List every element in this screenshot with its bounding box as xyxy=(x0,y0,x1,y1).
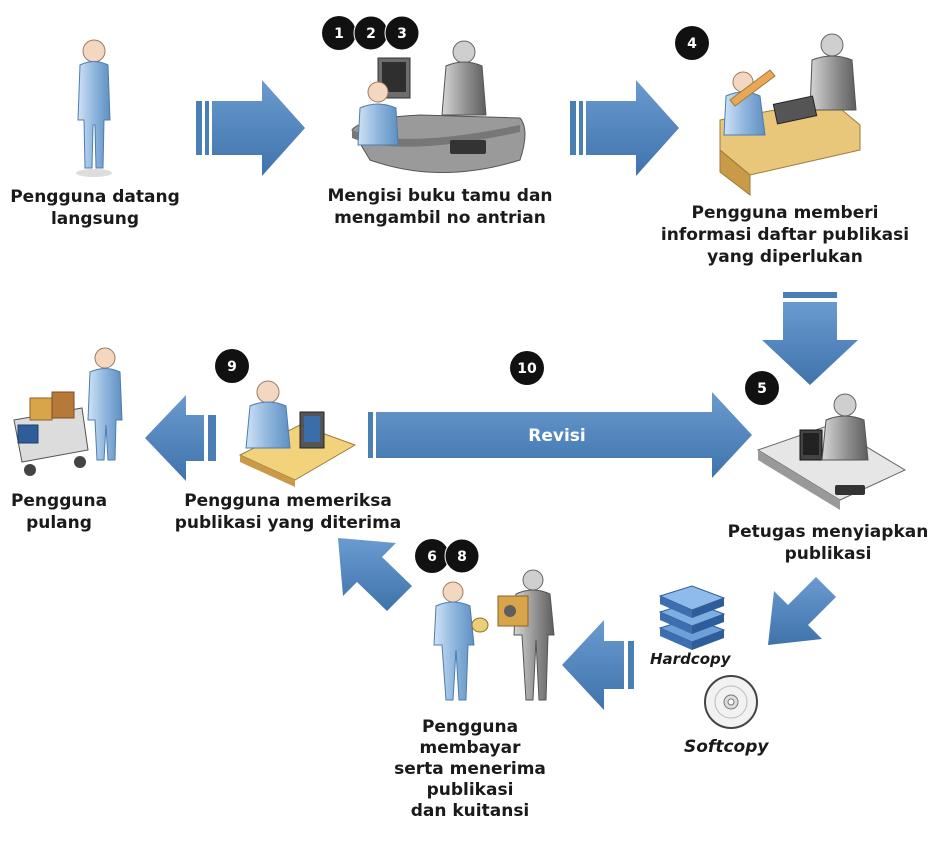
guestbook-desk-icon xyxy=(351,40,526,173)
badge-step-8: 8 xyxy=(444,538,480,574)
badge-step-3: 3 xyxy=(384,15,420,51)
checking-desk-icon xyxy=(238,380,357,487)
arrow-s2-to-s3 xyxy=(570,80,679,176)
badge-step-10: 10 xyxy=(510,351,544,385)
officer-desk-icon xyxy=(756,393,907,510)
svg-text:6: 6 xyxy=(427,549,437,565)
badge-step-9: 9 xyxy=(215,349,249,383)
revisi-label: Revisi xyxy=(528,426,585,446)
shopping-cart-icon xyxy=(13,347,123,476)
softcopy-disc-icon xyxy=(704,675,758,729)
arrow-s4-to-hardcopy xyxy=(768,577,836,645)
svg-text:2: 2 xyxy=(366,26,376,42)
svg-text:4: 4 xyxy=(687,36,697,52)
hardcopy-books-icon xyxy=(658,585,726,650)
arrow-media-to-s5 xyxy=(562,620,634,710)
arrow-s5-to-s6 xyxy=(338,538,412,611)
svg-text:10: 10 xyxy=(517,361,537,377)
svg-text:8: 8 xyxy=(457,549,467,565)
arrow-s3-to-s4 xyxy=(762,292,858,385)
badge-step-4: 4 xyxy=(675,26,709,60)
payment-exchange-icon xyxy=(433,569,555,701)
arrow-s6-to-s7 xyxy=(145,395,216,481)
consultation-desk-icon xyxy=(719,33,861,197)
svg-text:3: 3 xyxy=(397,26,407,42)
svg-text:9: 9 xyxy=(227,359,237,375)
svg-text:1: 1 xyxy=(334,26,344,42)
badge-step-5: 5 xyxy=(745,371,779,405)
person-arriving-icon xyxy=(76,39,112,177)
badge-step-1: 1 xyxy=(322,16,356,50)
hardcopy-label: Hardcopy xyxy=(650,650,731,668)
arrow-revisi xyxy=(368,392,752,478)
svg-text:5: 5 xyxy=(757,381,767,397)
badge-step-2: 2 xyxy=(353,15,389,51)
arrow-s1-to-s2 xyxy=(196,80,305,176)
badge-step-6: 6 xyxy=(415,539,449,573)
softcopy-label: Softcopy xyxy=(684,737,769,757)
